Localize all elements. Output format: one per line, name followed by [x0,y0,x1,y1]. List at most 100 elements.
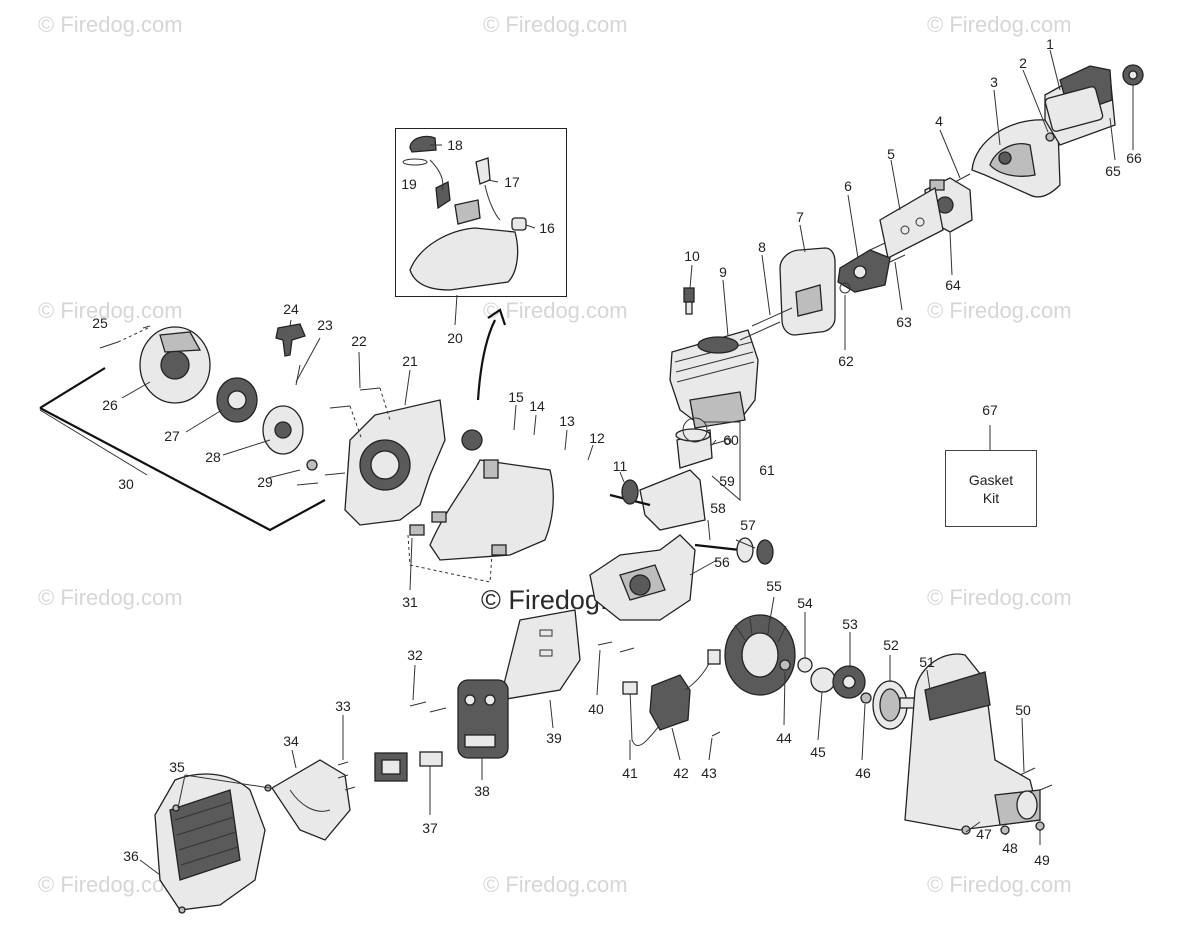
callout-13: 13 [559,413,575,429]
watermark: © Firedog.com [38,298,183,323]
callout-37: 37 [422,820,438,836]
bracket-34 [271,759,351,841]
callout-27: 27 [164,428,180,444]
screw-43 [711,731,721,737]
nut-47 [961,825,971,835]
bearing-57b [756,539,774,565]
filter-knob [1122,64,1144,86]
mount-31b [431,511,447,523]
mount-31c [491,544,507,556]
callout-48: 48 [1002,840,1018,856]
screw-35 [172,804,180,812]
washer-49 [1035,821,1045,831]
grommet-16 [511,217,527,231]
starter-pulley [262,405,304,455]
fuel-vent-17 [475,157,491,185]
leader-lines [39,49,1134,876]
callout-1: 1 [1046,36,1054,52]
callout-4: 4 [935,113,943,129]
crankshaft [609,469,741,552]
watermark: © Firedog.com [483,12,628,37]
piston-bracket-61 [704,421,741,502]
callout-52: 52 [883,637,899,653]
washer-54 [797,657,813,673]
callout-20: 20 [447,330,463,346]
callout-9: 9 [719,264,727,280]
callout-47: 47 [976,826,992,842]
watermark: © Firedog.com [38,585,183,610]
callout-31: 31 [402,594,418,610]
callout-19: 19 [401,176,417,192]
o-ring-62 [839,282,851,294]
callout-51: 51 [919,654,935,670]
callout-22: 22 [351,333,367,349]
gasket-37 [419,751,443,767]
screw-40 [597,641,613,646]
callout-30: 30 [118,476,134,492]
callout-63: 63 [896,314,912,330]
screw-25 [99,341,119,349]
seal-11 [621,479,639,505]
callout-2: 2 [1019,55,1027,71]
muffler [457,679,509,759]
callout-67: 67 [982,402,998,418]
callout-3: 3 [990,74,998,90]
callout-16: 16 [539,220,555,236]
screw-33 [337,761,349,766]
callout-28: 28 [205,449,221,465]
washer-2 [1045,132,1055,142]
cylinder [669,329,759,429]
callout-6: 6 [844,178,852,194]
gasket-kit-label: Gasket Kit [968,471,1014,506]
callout-33: 33 [335,698,351,714]
bearing-57a [736,537,754,563]
callout-58: 58 [710,500,726,516]
starter-cover [139,326,211,404]
callout-32: 32 [407,647,423,663]
callout-39: 39 [546,730,562,746]
fuel-tank-inset-frame [395,128,567,297]
callout-29: 29 [257,474,273,490]
nut-48 [1000,825,1010,835]
callout-64: 64 [945,277,961,293]
callout-40: 40 [588,701,604,717]
callout-66: 66 [1126,150,1142,166]
fuel-cap [409,135,437,153]
crankcase [589,534,696,621]
clutch-drum [872,680,919,730]
bolt-22 [359,387,381,391]
callout-43: 43 [701,765,717,781]
callout-46: 46 [855,765,871,781]
air-filter [1044,65,1116,146]
watermark: © Firedog.com [38,12,183,37]
callout-60: 60 [723,432,739,448]
air-filter-cover [971,119,1061,198]
washer-45 [810,667,836,693]
o-ring-19 [402,158,428,166]
callout-50: 50 [1015,702,1031,718]
callout-10: 10 [684,248,700,264]
watermark: © Firedog.com [927,298,1072,323]
arrow-20 [476,319,496,401]
mount-31a [409,524,425,536]
callout-45: 45 [810,744,826,760]
carb-plate-5 [879,186,944,259]
callout-49: 49 [1034,852,1050,868]
ignition-module [649,649,721,731]
gasket-kit-box: Gasket Kit [945,450,1037,527]
flywheel [724,614,796,696]
callout-36: 36 [123,848,139,864]
callout-12: 12 [589,430,605,446]
fuel-tank-assembled [429,429,554,561]
callout-18: 18 [447,137,463,153]
watermark: © Firedog.com [483,872,628,897]
starter-handle [275,323,306,357]
callout-23: 23 [317,317,333,333]
screw-32 [409,701,427,707]
callout-15: 15 [508,389,524,405]
washer-29 [306,459,318,471]
fuel-tank [409,199,519,291]
washer-44 [779,659,791,671]
